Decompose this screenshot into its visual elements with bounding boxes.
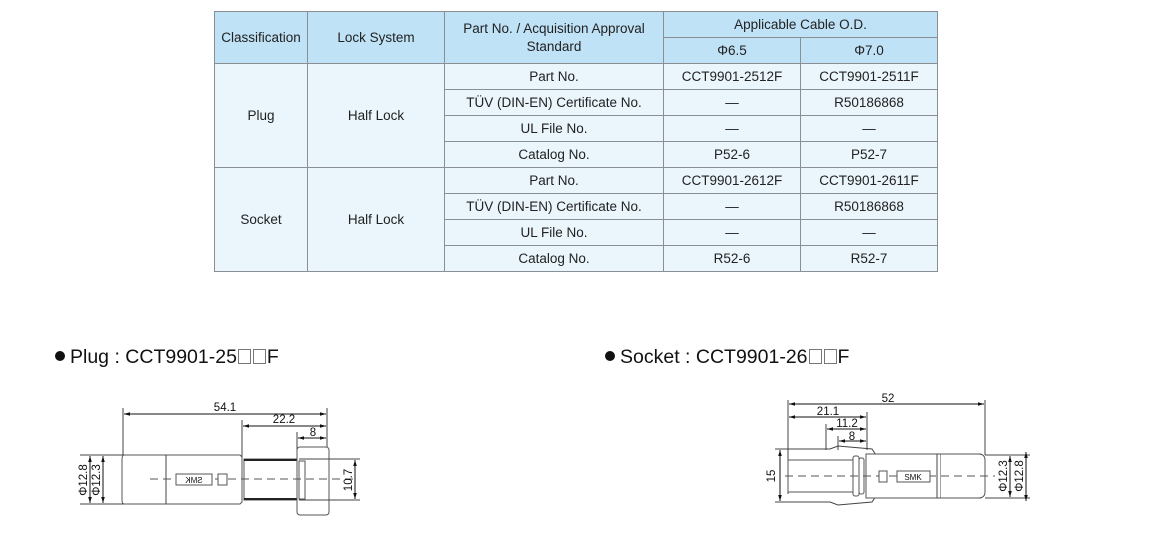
placeholder-box-icon xyxy=(237,349,251,364)
row-label: Part No. xyxy=(444,63,664,90)
value-cell: R52-7 xyxy=(800,245,938,272)
bullet-icon xyxy=(605,351,615,361)
header-od-6-5: Φ6.5 xyxy=(663,37,801,64)
plug-dim-dia-inner: Φ12.3 xyxy=(91,464,103,496)
plug-logo: SMK xyxy=(185,476,203,485)
lock-system-cell: Half Lock xyxy=(307,63,445,168)
row-label: Part No. xyxy=(444,167,664,194)
header-classification: Classification xyxy=(214,11,308,64)
table-row: TÜV (DIN-EN) Certificate No. — R50186868 xyxy=(215,89,938,116)
value-cell: — xyxy=(800,219,938,246)
value-cell: P52-7 xyxy=(800,141,938,168)
table-row: TÜV (DIN-EN) Certificate No. — R50186868 xyxy=(215,193,938,220)
value-cell: — xyxy=(800,115,938,142)
plug-dim-mid: 22.2 xyxy=(273,414,295,426)
socket-dim-total: 52 xyxy=(882,393,895,405)
socket-dim-c: 8 xyxy=(849,431,855,443)
value-cell: — xyxy=(663,115,801,142)
lock-system-cell: Half Lock xyxy=(307,167,445,272)
plug-dim-short: 8 xyxy=(310,427,316,439)
plug-dim-dia-outer: Φ12.8 xyxy=(78,464,90,496)
socket-dim-dia-outer: Φ12.8 xyxy=(1014,460,1026,492)
table-row: UL File No. — — xyxy=(215,115,938,142)
socket-dim-b: 11.2 xyxy=(836,418,858,430)
placeholder-box-icon xyxy=(252,349,266,364)
plug-dim-total: 54.1 xyxy=(214,402,236,414)
value-cell: CCT9901-2511F xyxy=(800,63,938,90)
table-row: UL File No. — — xyxy=(215,219,938,246)
value-cell: CCT9901-2512F xyxy=(663,63,801,90)
table-row: Catalog No. R52-6 R52-7 xyxy=(215,245,938,272)
table-row: Catalog No. P52-6 P52-7 xyxy=(215,141,938,168)
socket-dim-dia-inner: Φ12.3 xyxy=(998,460,1010,492)
row-label: Catalog No. xyxy=(444,245,664,272)
row-label: UL File No. xyxy=(444,219,664,246)
classification-cell: Plug xyxy=(214,63,308,168)
socket-dim-height: 15 xyxy=(766,470,778,483)
value-cell: CCT9901-2612F xyxy=(663,167,801,194)
row-label: TÜV (DIN-EN) Certificate No. xyxy=(444,193,664,220)
socket-logo: SMK xyxy=(904,473,922,482)
value-cell: — xyxy=(663,219,801,246)
placeholder-box-icon xyxy=(823,349,837,364)
spec-table: Classification Lock System Part No. / Ac… xyxy=(214,11,938,272)
table-row: Socket Half Lock Part No. CCT9901-2612F … xyxy=(214,167,938,272)
placeholder-box-icon xyxy=(808,349,822,364)
value-cell: R50186868 xyxy=(800,193,938,220)
value-cell: — xyxy=(663,193,801,220)
classification-cell: Socket xyxy=(214,167,308,272)
value-cell: CCT9901-2611F xyxy=(800,167,938,194)
plug-dim-cap: 10.7 xyxy=(343,469,355,491)
bullet-icon xyxy=(55,351,65,361)
table-row: Plug Half Lock Part No. CCT9901-2512F CC… xyxy=(214,63,938,168)
value-cell: R52-6 xyxy=(663,245,801,272)
value-cell: P52-6 xyxy=(663,141,801,168)
socket-dim-a: 21.1 xyxy=(817,406,839,418)
